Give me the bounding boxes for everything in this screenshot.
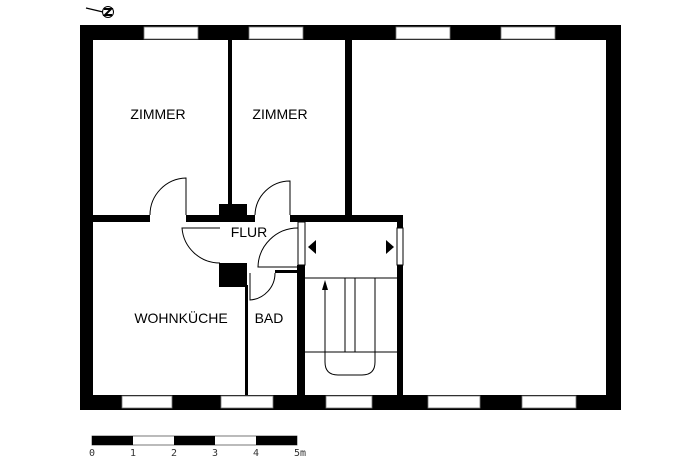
room-label-zimmer-1: ZIMMER (130, 106, 185, 122)
scale-label: 5m (294, 448, 306, 458)
staircase (305, 240, 397, 376)
scale-label: 4 (253, 448, 259, 458)
triangle-right-icon (386, 240, 394, 254)
doors (149, 177, 299, 301)
stair-arrow-icon (322, 280, 328, 290)
scale-label: 1 (130, 448, 136, 458)
north-arrow-icon (85, 6, 114, 18)
room-label-bad: BAD (255, 310, 284, 326)
room-label-flur: FLUR (231, 224, 268, 240)
windows (121, 26, 577, 409)
scale-label: 0 (89, 448, 95, 458)
triangle-left-icon (308, 240, 316, 254)
scale-bar: 0 1 2 3 4 5m (89, 435, 306, 458)
interior-walls (93, 40, 404, 395)
scale-label: 2 (171, 448, 177, 458)
room-label-zimmer-2: ZIMMER (252, 106, 307, 122)
scale-label: 3 (212, 448, 218, 458)
room-label-wohnkueche: WOHNKÜCHE (134, 309, 227, 326)
